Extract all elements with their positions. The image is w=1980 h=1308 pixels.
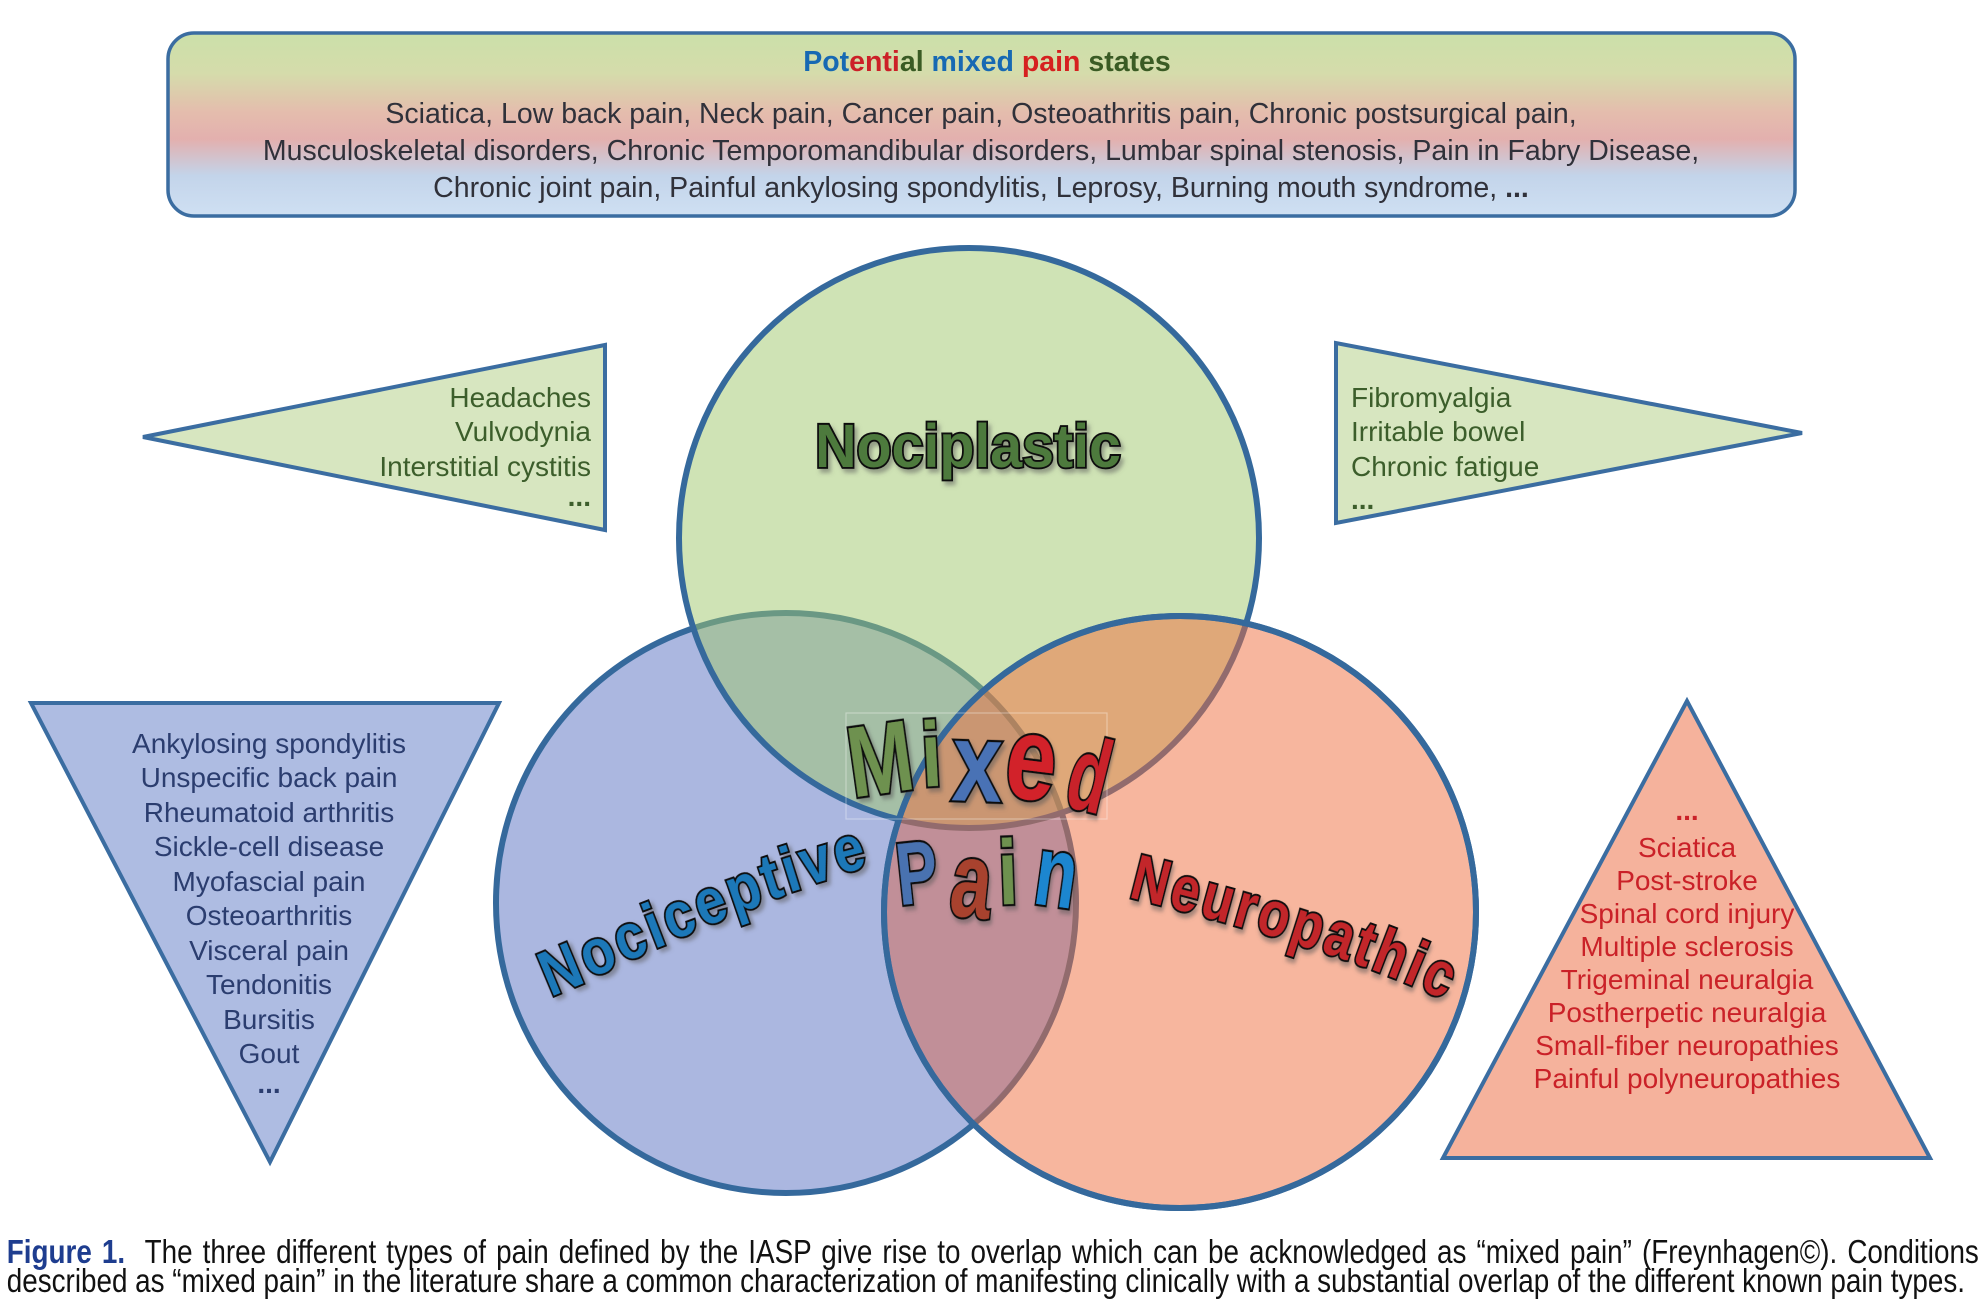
svg-text:...: ... xyxy=(568,481,591,512)
svg-text:Trigeminal neuralgia: Trigeminal neuralgia xyxy=(1561,964,1814,995)
svg-text:Bursitis: Bursitis xyxy=(223,1004,315,1035)
svg-text:Fibromyalgia: Fibromyalgia xyxy=(1351,382,1512,413)
svg-text:Vulvodynia: Vulvodynia xyxy=(455,416,591,447)
svg-text:...: ... xyxy=(1351,484,1374,515)
svg-text:Rheumatoid arthritis: Rheumatoid arthritis xyxy=(144,797,395,828)
svg-text:Interstitial cystitis: Interstitial cystitis xyxy=(379,451,591,482)
svg-text:...: ... xyxy=(257,1068,280,1099)
svg-text:Irritable bowel: Irritable bowel xyxy=(1351,416,1525,447)
svg-text:Ankylosing spondylitis: Ankylosing spondylitis xyxy=(132,728,406,759)
svg-text:Potential mixed pain states: Potential mixed pain states xyxy=(803,46,1171,78)
svg-text:Sickle-cell disease: Sickle-cell disease xyxy=(154,831,384,862)
svg-text:...: ... xyxy=(1675,795,1698,826)
svg-text:x: x xyxy=(950,700,1004,826)
svg-text:Myofascial pain: Myofascial pain xyxy=(173,866,366,897)
svg-text:Chronic joint pain, Painful an: Chronic joint pain, Painful ankylosing s… xyxy=(433,172,1529,204)
svg-text:Visceral pain: Visceral pain xyxy=(189,935,349,966)
svg-text:Painful polyneuropathies: Painful polyneuropathies xyxy=(1534,1063,1841,1094)
svg-text:Small-fiber neuropathies: Small-fiber neuropathies xyxy=(1535,1030,1839,1061)
svg-text:Unspecific back pain: Unspecific back pain xyxy=(141,762,398,793)
svg-text:Musculoskeletal disorders, Chr: Musculoskeletal disorders, Chronic Tempo… xyxy=(263,135,1699,167)
svg-text:Sciatica, Low back pain, Neck: Sciatica, Low back pain, Neck pain, Canc… xyxy=(385,98,1576,130)
svg-text:Chronic fatigue: Chronic fatigue xyxy=(1351,451,1539,482)
svg-text:Sciatica: Sciatica xyxy=(1638,832,1736,863)
svg-text:Nociplastic: Nociplastic xyxy=(815,411,1121,480)
svg-text:Multiple sclerosis: Multiple sclerosis xyxy=(1580,931,1793,962)
svg-text:Headaches: Headaches xyxy=(449,382,591,413)
svg-text:Postherpetic neuralgia: Postherpetic neuralgia xyxy=(1548,997,1827,1028)
svg-text:Osteoarthritis: Osteoarthritis xyxy=(186,900,353,931)
svg-text:i: i xyxy=(996,822,1019,925)
svg-text:Tendonitis: Tendonitis xyxy=(206,969,332,1000)
svg-text:Post-stroke: Post-stroke xyxy=(1616,865,1758,896)
svg-text:Spinal cord injury: Spinal cord injury xyxy=(1580,898,1795,929)
svg-text:Gout: Gout xyxy=(239,1038,300,1069)
